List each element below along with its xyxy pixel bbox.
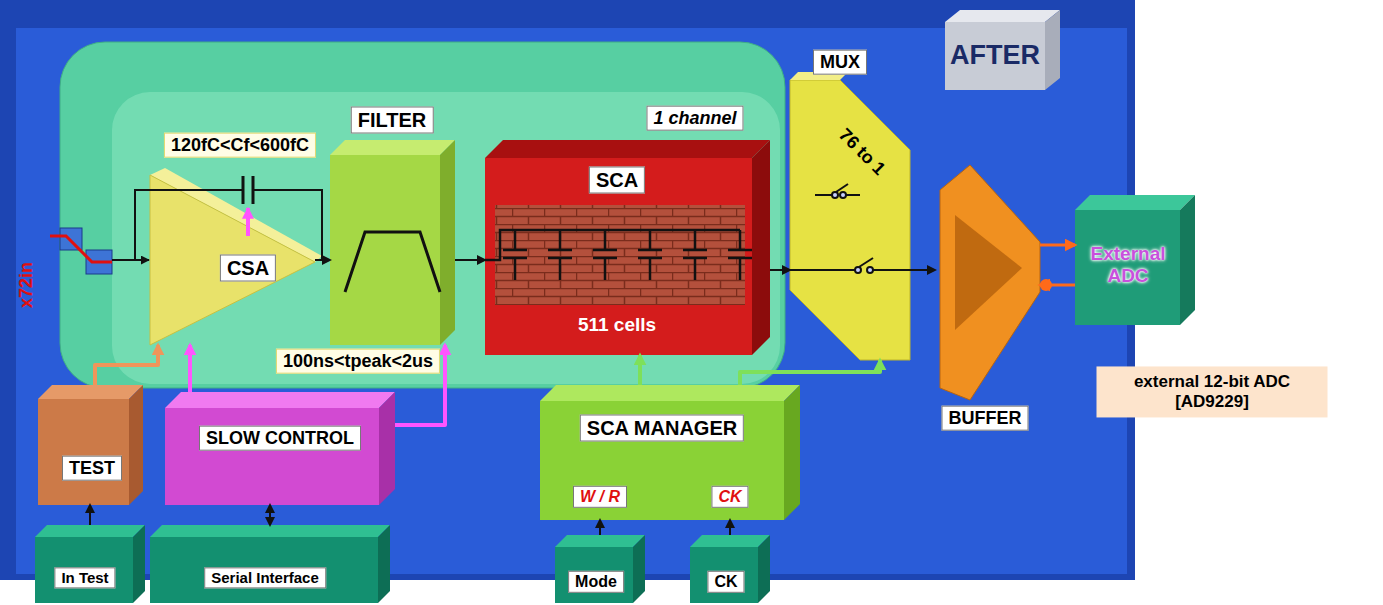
filter-box-outline	[330, 100, 455, 345]
signal-connector	[599, 520, 601, 535]
sca-manager-box: SCA MANAGER W / R CK	[540, 385, 800, 520]
pin-name: CK	[711, 486, 748, 508]
region-label: 1 channel	[646, 106, 743, 131]
signal-connector	[1040, 244, 1075, 247]
adc-box: External ADC	[1075, 195, 1195, 325]
signal-connector	[729, 520, 731, 535]
parameter-range: 100ns<tpeak<2us	[276, 349, 440, 374]
buffer-amplifier: BUFFER	[935, 165, 1040, 440]
mux-band-outline	[790, 45, 910, 360]
signal-connector	[638, 355, 642, 385]
mux-ratio: 76 to 1	[835, 125, 890, 180]
block-label: MUX	[813, 50, 867, 75]
signal-connector	[89, 505, 91, 525]
buffer-amplifier-outline	[935, 165, 1040, 440]
block-label: CK	[707, 571, 744, 593]
signal-connector	[910, 269, 935, 271]
channel-count: x72in	[16, 262, 37, 308]
block-label: Mode	[568, 571, 624, 593]
input-box: Mode	[555, 535, 645, 603]
pin-name: W / R	[573, 486, 627, 508]
input-box: In Test	[35, 525, 145, 603]
amplifier-triangle: CSA	[150, 175, 315, 345]
part-note: external 12-bit ADC [AD9229]	[1097, 366, 1328, 417]
chip-housing-outline	[0, 0, 1135, 580]
input-box-outline	[150, 525, 390, 603]
input-box: CK	[690, 535, 770, 603]
block-label: FILTER	[351, 107, 434, 134]
signal-connector	[315, 259, 330, 261]
signal-connector	[740, 360, 880, 385]
block-label: SCA MANAGER	[580, 415, 744, 442]
block-label: In Test	[54, 567, 115, 588]
block-label: External ADC	[1078, 243, 1178, 287]
block-label: CSA	[220, 255, 276, 282]
channel-region-outline	[60, 42, 785, 388]
mux-band: MUX 76 to 1	[790, 45, 910, 360]
test-box-outline	[38, 385, 143, 505]
sca-box: SCA 511 cells	[485, 140, 770, 355]
filter-box: FILTER	[330, 100, 455, 345]
parameter-range: 120fC<Cf<600fC	[164, 133, 316, 158]
signal-connector	[188, 345, 192, 392]
input-box-outline	[35, 525, 145, 603]
chip-housing: AFTER 1 channelCSA FILTER SCA 511 cells MUX 76…	[0, 0, 1135, 580]
signal-connector	[1040, 284, 1075, 287]
cell-count: 511 cells	[578, 314, 656, 336]
input-box: Serial Interface	[150, 525, 390, 603]
block-label: BUFFER	[942, 406, 1029, 431]
signal-connector	[95, 345, 158, 385]
test-box: TEST	[38, 385, 143, 505]
signal-connector	[395, 345, 445, 425]
signal-connector	[269, 505, 271, 525]
slow-control-box: SLOW CONTROL	[165, 392, 395, 505]
block-label: SCA	[589, 167, 645, 194]
chip-name: AFTER	[950, 40, 1040, 71]
block-label: SLOW CONTROL	[199, 426, 361, 451]
block-label: TEST	[62, 456, 122, 481]
block-label: Serial Interface	[204, 567, 326, 588]
channel-region: 1 channelCSA FILTER SCA 511 cells	[60, 42, 785, 388]
signal-connector	[455, 259, 485, 261]
signal-connector	[770, 269, 790, 271]
